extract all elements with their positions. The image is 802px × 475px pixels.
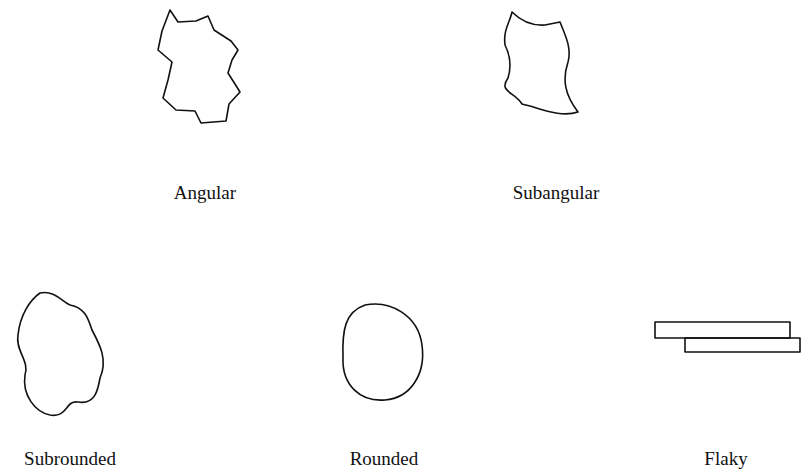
rounded-particle (343, 304, 423, 400)
subrounded-particle (18, 293, 104, 416)
shape-label: Angular (174, 182, 236, 205)
flaky-particle (655, 322, 790, 338)
shape-label: Flaky (704, 448, 747, 471)
subangular-particle (505, 12, 578, 114)
angular-particle (158, 10, 240, 123)
shape-label: Subrounded (24, 448, 116, 471)
flaky-particle (685, 338, 800, 352)
shape-label: Subangular (513, 182, 600, 205)
shape-label: Rounded (350, 448, 419, 471)
